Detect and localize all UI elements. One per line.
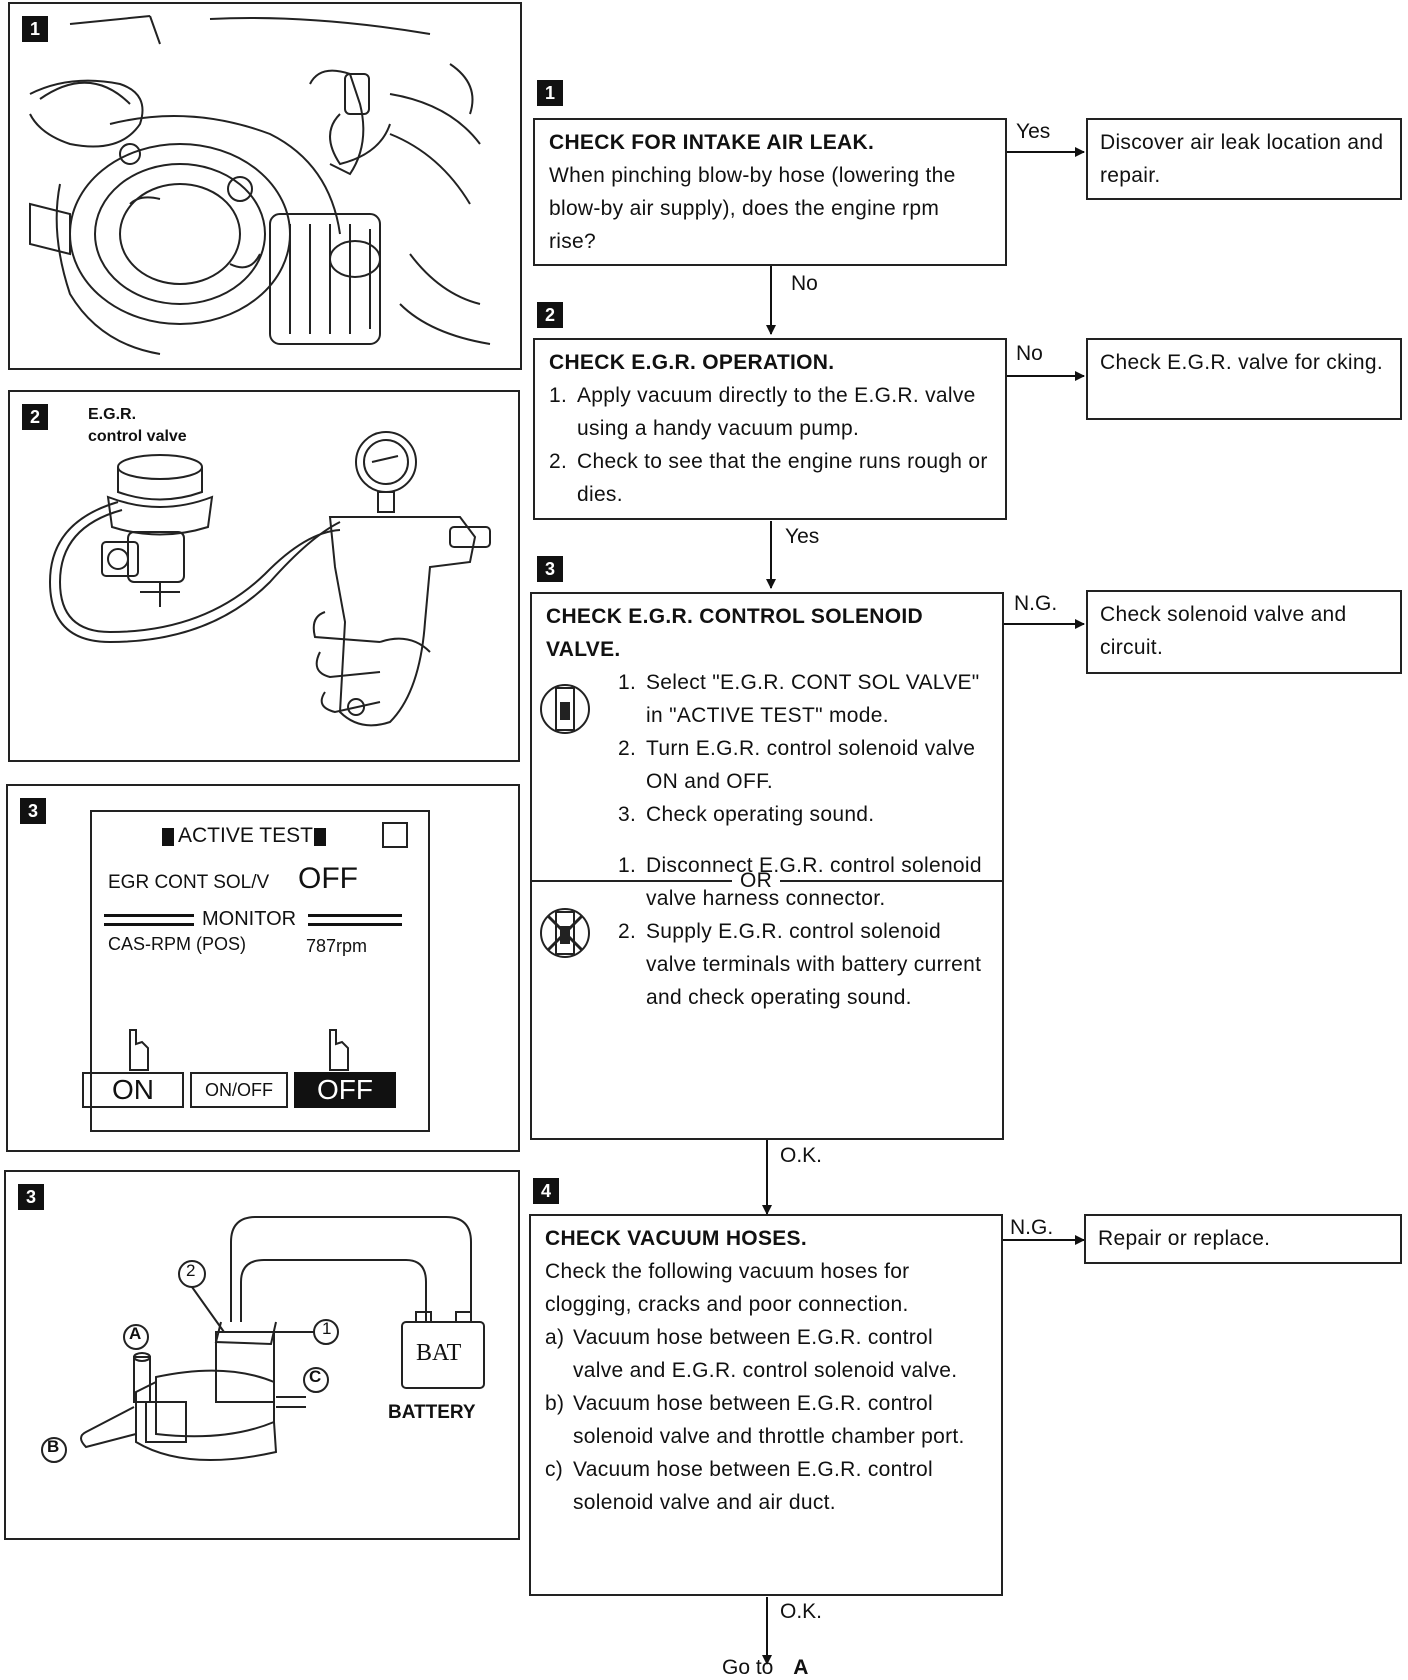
touch-button-on[interactable]: ON [82,1072,184,1108]
step-3a-item-2: 2.Turn E.G.R. control solenoid valve ON … [618,737,976,793]
screen-monitor-label: MONITOR [202,908,297,930]
step-3-box: CHECK E.G.R. CONTROL SOLENOID VALVE. 1.S… [530,592,1004,1140]
step-1-body: When pinching blow-by hose (lowering the… [549,164,956,253]
step-3-list-manual: 1.Disconnect E.G.R. control solenoid val… [618,849,988,1014]
figure-2-badge: 2 [22,404,48,430]
step-3-title: CHECK E.G.R. CONTROL SOLENOID VALVE. [546,605,923,661]
step-2-box: CHECK E.G.R. OPERATION. 1.Apply vacuum d… [533,338,1007,520]
step-3-list-consult: 1.Select "E.G.R. CONT SOL VALVE" in "ACT… [618,666,988,831]
step-4-item-c: c)Vacuum hose between E.G.R. control sol… [545,1458,933,1514]
term-2-label: 2 [186,1261,196,1280]
step-4-ng-label: N.G. [1010,1216,1054,1239]
figure-4-badge: 3 [18,1184,44,1210]
screen-monitor-value: 787rpm [306,936,368,956]
term-1-label: 1 [322,1319,332,1338]
finger-pointer-icon [129,1029,349,1071]
or-label: OR [732,864,781,897]
step-4-item-b: b)Vacuum hose between E.G.R. control sol… [545,1392,965,1448]
step-4-body: Check the following vacuum hoses for clo… [545,1260,910,1316]
screen-monitor-item: CAS-RPM (POS) [108,934,247,954]
step-4-ok-label: O.K. [780,1600,823,1623]
vacuum-pump-illustration [48,431,491,727]
step-4-title: CHECK VACUUM HOSES. [545,1227,807,1250]
step-3a-item-3: 3.Check operating sound. [618,803,875,826]
egr-control-valve-label: E.G.R. control valve [88,406,187,445]
touch-button-off[interactable]: OFF [294,1072,396,1108]
step-2-list: 1.Apply vacuum directly to the E.G.R. va… [549,379,991,511]
step-2-item-2: 2.Check to see that the engine runs roug… [549,450,988,506]
go-to-prefix: Go to [722,1656,774,1679]
figure-3-badge: 3 [20,798,46,824]
consult-icon [540,684,590,734]
step-3-ok-label: O.K. [780,1144,823,1167]
step-3b-item-2: 2.Supply E.G.R. control solenoid valve t… [618,920,982,1009]
figure-2-panel: 2 E.G.R. control valve [8,390,520,762]
step-2-no-label: No [1016,342,1043,365]
step-3-ng-label: N.G. [1014,592,1058,615]
step-4-badge: 4 [533,1178,559,1204]
step-2-yes-label: Yes [785,525,820,548]
step-1-no-label: No [791,272,818,295]
step-4-list: a)Vacuum hose between E.G.R. control val… [545,1321,987,1519]
no-consult-icon [540,908,590,958]
step-2-title: CHECK E.G.R. OPERATION. [549,351,835,374]
step-3-result-box: Check solenoid valve and circuit. [1086,590,1402,674]
port-b-label: B [47,1437,60,1456]
port-c-label: C [309,1367,322,1386]
go-to-reference: Go to A [722,1656,808,1680]
step-1-box: CHECK FOR INTAKE AIR LEAK. When pinching… [533,118,1007,266]
screen-item-label: EGR CONT SOL/V [108,872,270,893]
step-3b-item-1: 1.Disconnect E.G.R. control solenoid val… [618,854,982,910]
touch-button-on-off[interactable]: ON/OFF [190,1072,288,1108]
monitor-divider-right [308,914,402,926]
step-3a-item-1: 1.Select "E.G.R. CONT SOL VALVE" in "ACT… [618,671,980,727]
step-1-yes-label: Yes [1016,120,1051,143]
screen-title: ACTIVE TEST [178,824,313,847]
consult-screen: ACTIVE TEST EGR CONT SOL/V OFF MONITOR C… [90,810,430,1132]
step-4-item-a: a)Vacuum hose between E.G.R. control val… [545,1326,958,1382]
battery-body-label: BAT [416,1340,462,1366]
step-4-box: CHECK VACUUM HOSES. Check the following … [529,1214,1003,1596]
figure-1-panel: 1 [8,2,522,370]
step-2-badge: 2 [537,302,563,328]
solenoid-battery-illustration [41,1216,485,1463]
screen-title-right-marker [314,828,326,846]
monitor-divider-left [104,914,194,926]
step-1-result-box: Discover air leak location and repair. [1086,118,1402,200]
step-2-result-box: Check E.G.R. valve for cking. [1086,338,1402,420]
step-4-result-box: Repair or replace. [1084,1214,1402,1264]
figure-4-panel: 3 2 1 A B C BAT BATTERY [4,1170,520,1540]
figure-1-badge: 1 [22,16,48,42]
step-3-badge: 3 [537,556,563,582]
screen-page-box [382,822,408,848]
port-a-label: A [129,1324,142,1343]
screen-item-value: OFF [298,862,358,895]
step-1-badge: 1 [537,80,563,106]
battery-label: BATTERY [388,1402,476,1423]
figure-3-panel: 3 ACTIVE TEST EGR CONT SOL/V OFF MONITOR… [6,784,520,1152]
engine-illustration [29,15,491,355]
step-1-title: CHECK FOR INTAKE AIR LEAK. [549,131,875,154]
step-2-item-1: 1.Apply vacuum directly to the E.G.R. va… [549,384,976,440]
screen-title-left-marker [162,828,174,846]
go-to-target[interactable]: A [793,1656,809,1679]
